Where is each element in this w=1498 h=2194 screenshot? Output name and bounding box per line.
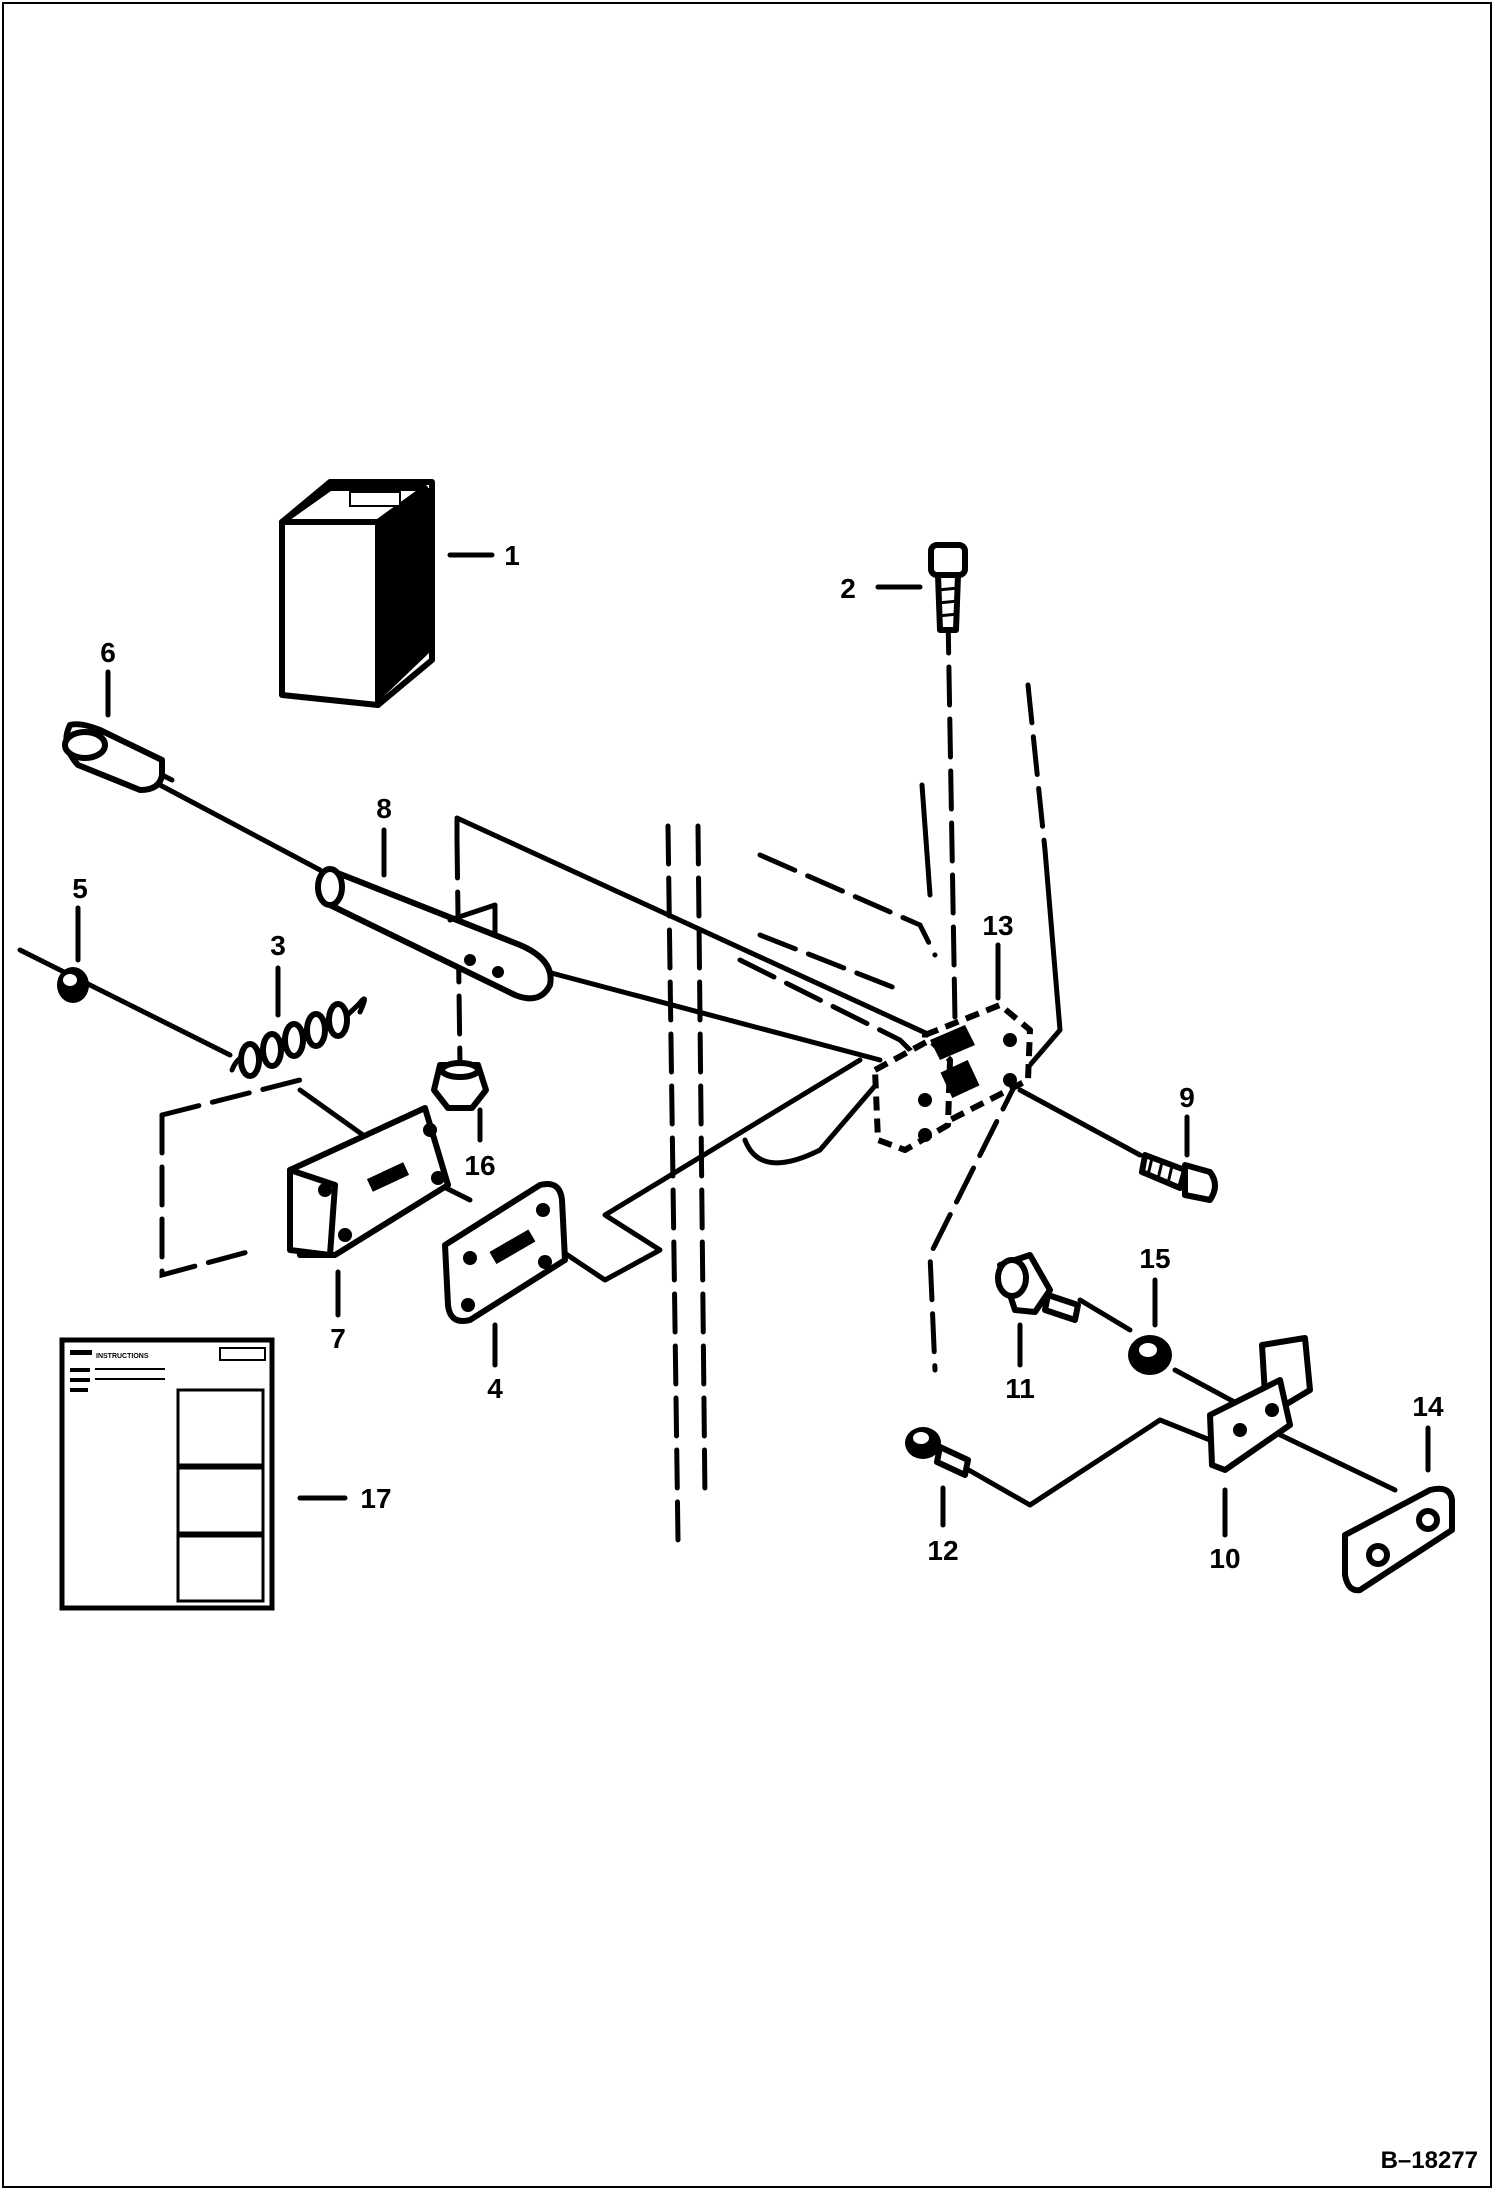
figure-reference: B–18277 — [1381, 2147, 1478, 2174]
part-2-bolt — [928, 542, 968, 633]
callout-8: 8 — [376, 793, 392, 824]
part-4-plate — [442, 1181, 568, 1324]
part-9-bolt — [1139, 1152, 1218, 1203]
callout-4: 4 — [487, 1373, 503, 1404]
callout-15: 15 — [1139, 1243, 1170, 1274]
part-7-bracket — [287, 1105, 451, 1258]
callout-12: 12 — [927, 1535, 958, 1566]
callout-2: 2 — [840, 573, 856, 604]
callout-16: 16 — [464, 1150, 495, 1181]
assembly-lines — [17, 612, 1398, 1543]
part-10-striker — [1207, 1335, 1313, 1473]
callout-labels: 1 2 3 4 5 6 7 8 9 10 11 12 13 14 15 16 1… — [72, 540, 1444, 1574]
part-8-latch-rod — [315, 866, 554, 1002]
part-5-nut — [57, 967, 89, 1003]
part-15-nut — [1128, 1335, 1172, 1375]
callout-1: 1 — [504, 540, 520, 571]
part-1-box — [279, 479, 435, 708]
instruction-sheet-heading: INSTRUCTIONS — [96, 1353, 149, 1360]
callout-9: 9 — [1179, 1082, 1195, 1113]
callout-5: 5 — [72, 873, 88, 904]
part-16-nut — [431, 1060, 489, 1111]
callout-11: 11 — [1005, 1373, 1035, 1404]
part-17-instruction-sheet: INSTRUCTIONS — [59, 1337, 275, 1611]
callout-3: 3 — [270, 930, 286, 961]
leader-lines — [75, 552, 1431, 1538]
callout-14: 14 — [1412, 1391, 1444, 1422]
part-12-bolt — [905, 1427, 971, 1478]
part-13-latch — [872, 1002, 1033, 1153]
part-3-spring — [229, 996, 367, 1079]
callout-10: 10 — [1209, 1543, 1240, 1574]
part-6-grip — [62, 721, 175, 793]
part-11-bumper — [995, 1252, 1081, 1323]
callout-17: 17 — [360, 1483, 391, 1514]
callout-7: 7 — [330, 1323, 346, 1354]
part-14-plate — [1342, 1485, 1455, 1594]
callout-6: 6 — [100, 637, 116, 668]
callout-13: 13 — [982, 910, 1013, 941]
